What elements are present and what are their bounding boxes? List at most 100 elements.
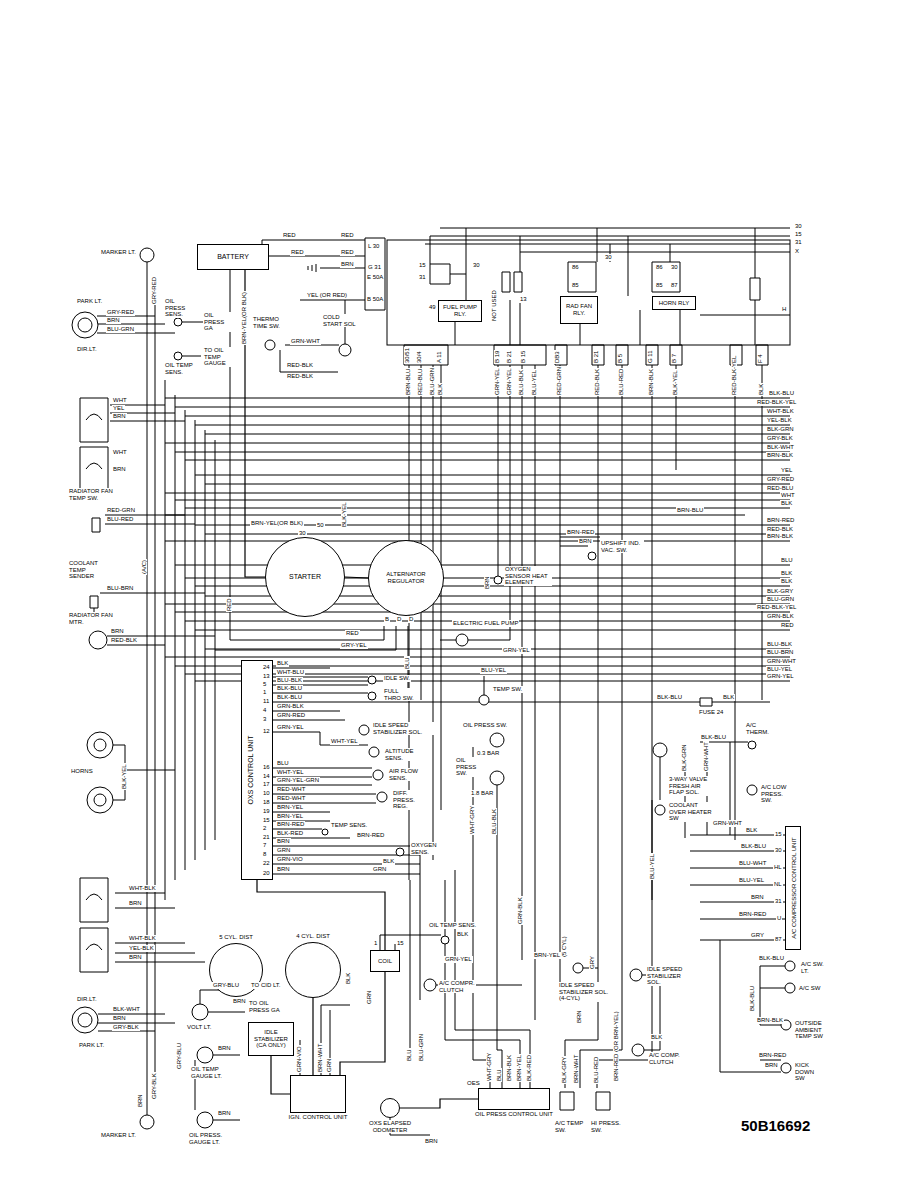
terminal-label: B 19 <box>494 350 500 364</box>
node-label: BATTERY <box>217 253 249 261</box>
control-unit-box: A/C COMPRESSOR CONTROL UNIT <box>785 826 801 950</box>
terminal-label: BLK <box>722 694 735 701</box>
component-label: COLD START SOL <box>322 314 358 327</box>
wire-color: RED-BLK-YEL <box>756 604 797 611</box>
wire-color: GRN-VIO <box>296 1045 302 1073</box>
wire-color: BLK-GRN <box>766 426 795 433</box>
regulator <box>377 792 387 802</box>
node-label: OIL PRESS CONTROL UNIT <box>475 1111 553 1118</box>
wire-color: BRN-RED <box>766 517 795 524</box>
horn <box>94 794 106 806</box>
wire-connector <box>257 880 385 950</box>
lower-wires <box>410 747 652 1088</box>
terminal-label: GRN <box>372 866 387 873</box>
wire-color: RED-GRN <box>556 366 562 396</box>
component-label: IDLE SPEED STABILIZER SOL. <box>372 722 434 735</box>
pin-number: 30/51 <box>404 347 410 364</box>
wire-color: GRN-VIO <box>276 856 304 863</box>
switch <box>490 771 504 785</box>
terminal-label: GRY <box>589 955 595 970</box>
terminal-label: WHT <box>780 492 796 499</box>
wire-color: BRN-BLU <box>405 368 411 396</box>
terminal-label: BLK <box>780 500 793 507</box>
component-label: FUSE 24 <box>698 709 724 716</box>
pin-number: 49 <box>428 304 437 311</box>
control-unit-box: IGN. CONTROL UNIT <box>290 1075 346 1113</box>
component-label: IDLE SPEED STABILIZER SOL. (4-CYL) <box>558 982 616 1002</box>
pin-number: 85 <box>571 282 580 289</box>
clutch <box>424 979 436 991</box>
wire-color: BLU-YEL <box>480 667 507 674</box>
terminal-label: BRN <box>110 628 125 635</box>
distributor-circle: 4 CYL. DIST <box>285 942 341 998</box>
component-label: OIL TEMP GAUGE LT. <box>190 1066 228 1079</box>
terminal-label: BRN <box>128 954 143 961</box>
terminal-label: X <box>794 248 800 255</box>
pin-number: 30 <box>472 262 481 269</box>
wire-color: BRN-BLK <box>766 533 794 540</box>
terminal-label: BLK <box>758 383 764 396</box>
lamp <box>785 961 795 971</box>
terminal-label: H <box>781 306 787 313</box>
relay-box: HORN RLY <box>652 296 696 310</box>
pin-number: 86 <box>655 264 664 271</box>
terminal-label: BLK <box>780 578 793 585</box>
circle-outline-shape <box>369 541 444 616</box>
terminal-label: BLU <box>780 557 794 564</box>
component-label: BRN-YEL(OR BLK) <box>250 520 304 527</box>
component-label: OIL TEMP SENS. <box>428 922 477 929</box>
wire-color: BLK-BLU <box>768 390 795 397</box>
pin-number: 30 <box>670 264 679 271</box>
node-label: IDLE STABILIZER (CA ONLY) <box>251 1029 291 1049</box>
terminal-label: GRY <box>750 932 765 939</box>
component-label: (5 CYL) <box>561 935 567 958</box>
charging-wires <box>215 270 408 700</box>
left-lamp-wires <box>97 262 215 1115</box>
wire-color: WHT-BLU <box>276 669 305 676</box>
wire-connector <box>340 972 385 1075</box>
component-label: OIL PRESS SW. <box>462 722 508 729</box>
horn <box>87 732 113 758</box>
pin-number: 85 <box>655 282 664 289</box>
component-label: DIR.LT. <box>76 996 98 1003</box>
pin-number: 30 <box>604 254 613 261</box>
wire-color: GRN-RED <box>276 712 306 719</box>
sensor <box>369 747 379 757</box>
terminal-label: BLK <box>382 858 395 865</box>
pin-number: 22 <box>262 860 271 867</box>
pin-number: 3 <box>262 716 267 723</box>
terminal-label: D <box>408 616 414 623</box>
wire-color: BLU-BRN <box>766 649 794 656</box>
wire-group <box>80 228 790 1135</box>
circle-outline-shape <box>286 943 341 998</box>
wire-color: BRN-YEL <box>276 804 304 811</box>
switch <box>265 340 275 350</box>
terminal-label: YEL <box>112 405 125 412</box>
terminal-label: G 11 <box>647 349 653 364</box>
wire-color: RED-BLK-YEL <box>756 399 797 406</box>
terminal-label: BLK <box>456 931 469 938</box>
wire-color: BRN-BLK <box>766 452 794 459</box>
terminal-label: BRN <box>424 1138 439 1145</box>
terminal-label: DB3 <box>554 350 560 364</box>
solenoid <box>630 969 642 981</box>
terminal-label: RED <box>345 630 360 637</box>
component-label: IDLE SW. <box>383 675 411 682</box>
pin-number: 4 <box>262 707 267 714</box>
terminal-label: BLK <box>437 383 443 396</box>
component-label: A/C COMPR. CLUTCH <box>438 980 476 993</box>
node-label: IGN. CONTROL UNIT <box>289 1114 348 1121</box>
wire-color: BLU-YEL <box>766 666 793 673</box>
sensor <box>174 352 182 360</box>
wire-color: BLU-YEL <box>531 369 537 396</box>
wire-color: RED-BLK <box>110 637 138 644</box>
pin-number: 31 <box>418 274 427 281</box>
wire-color: BRN-BLK <box>506 1054 512 1082</box>
wire-color: GRY-YEL <box>340 642 368 649</box>
pin-number: 86 <box>571 264 580 271</box>
switch <box>479 695 489 705</box>
wire-color: BLK-GRN <box>681 743 687 772</box>
pin-number: 31 <box>794 239 803 246</box>
pin-number: 1 <box>262 689 267 696</box>
starter-circle: STARTER <box>265 537 345 617</box>
